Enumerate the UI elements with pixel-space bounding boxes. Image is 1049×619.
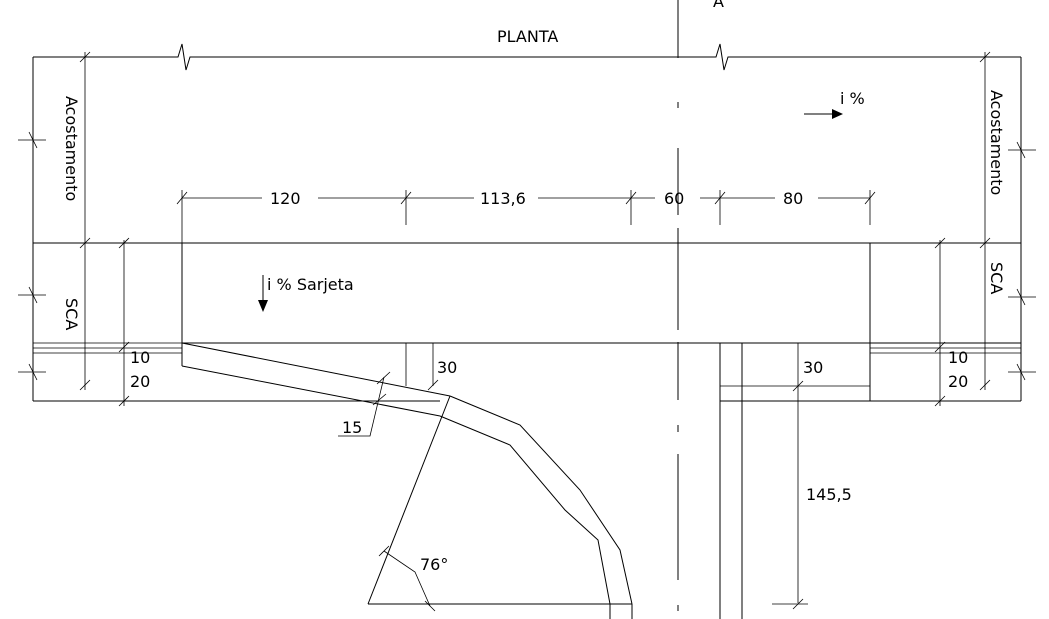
sca-left-label: SCA	[62, 298, 81, 330]
gutter-slope-label: i % Sarjeta	[267, 275, 354, 294]
angle-76: 76°	[420, 555, 448, 574]
dim-20-left: 20	[130, 372, 150, 391]
dim-145-5: 145,5	[806, 485, 852, 504]
dim-30-right: 30	[803, 358, 823, 377]
dim-10-left: 10	[130, 348, 150, 367]
side-dimension-lines	[79, 51, 991, 407]
angle-and-leaders	[338, 371, 436, 612]
gutter-inlet-left	[181, 342, 451, 417]
arrows	[258, 109, 843, 312]
dim-30-left: 30	[437, 358, 457, 377]
road-outline	[32, 43, 1022, 402]
pavement-slope-label: i %	[840, 89, 865, 108]
right-box-structure	[719, 343, 870, 619]
dim-60: 60	[664, 189, 684, 208]
dim-80: 80	[783, 189, 803, 208]
slope-arrow-icon	[832, 109, 843, 119]
gutter-slope-arrow-icon	[258, 300, 268, 312]
sca-right-label: SCA	[987, 262, 1006, 294]
dim-113-6: 113,6	[480, 189, 526, 208]
acostamento-right-label: Acostamento	[987, 90, 1006, 195]
dim-15: 15	[342, 418, 362, 437]
dim-120: 120	[270, 189, 301, 208]
inlet-wing-wall	[367, 395, 633, 619]
dim-10-right: 10	[948, 348, 968, 367]
break-symbols	[18, 131, 1036, 381]
drawing-title: PLANTA	[497, 27, 558, 46]
top-dimension-chain	[176, 190, 876, 243]
acostamento-left-label: Acostamento	[62, 96, 81, 201]
section-marker: A	[713, 0, 724, 11]
dim-20-right: 20	[948, 372, 968, 391]
